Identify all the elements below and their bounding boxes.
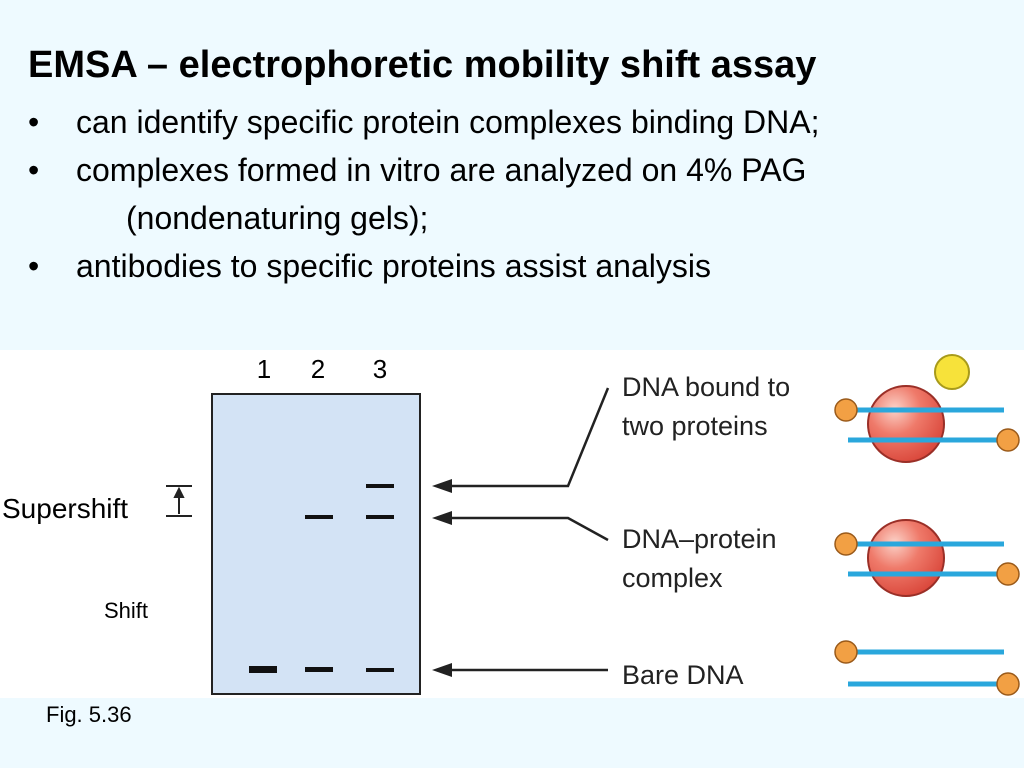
bullet-list: • can identify specific protein complexe… [28,98,819,290]
arrow-complex [432,511,609,542]
supershift-bracket [166,485,192,517]
dna-two-proteins-icon [834,354,1020,463]
bullet-item: • complexes formed in vitro are analyzed… [28,146,819,242]
lane-1-label: 1 [257,354,271,384]
bullet-continuation: (nondenaturing gels); [126,200,429,236]
emsa-figure: 1 2 3 Supershift Shift [0,350,1024,698]
supershift-label: Supershift [2,493,128,524]
band-lane3-shift [366,515,394,519]
arrow-bare-dna [432,663,608,677]
band-lane1-bare [249,666,277,673]
emsa-diagram: 1 2 3 Supershift Shift [2,354,1020,696]
lane-2-label: 2 [311,354,325,384]
band-lane2-shift [305,515,333,519]
label-complex-line2: complex [622,563,723,593]
bullet-text: complexes formed in vitro are analyzed o… [76,152,807,188]
lane-3-label: 3 [373,354,387,384]
bullet-item: • can identify specific protein complexe… [28,98,819,146]
band-lane3-bare [366,668,394,672]
figure-caption: Fig. 5.36 [46,702,132,727]
label-bare-dna: Bare DNA [622,660,744,690]
bullet-marker: • [28,104,40,140]
dna-protein-complex-icon [834,519,1020,597]
bullet-marker: • [28,248,40,284]
label-complex-line1: DNA–protein [622,524,777,554]
label-dna-bound-line1: DNA bound to [622,372,790,402]
bare-dna-icon [834,640,1020,696]
slide-title: EMSA – electrophoretic mobility shift as… [28,44,817,86]
bullet-text: can identify specific protein complexes … [76,104,820,140]
band-lane3-supershift [366,484,394,488]
bullet-item: • antibodies to specific proteins assist… [28,242,819,290]
bullet-marker: • [28,152,40,188]
gel [211,393,421,695]
bullet-text: antibodies to specific proteins assist a… [76,248,711,284]
label-dna-bound-line2: two proteins [622,411,768,441]
band-lane2-bare [305,667,333,672]
arrow-two-proteins [432,387,610,493]
shift-label: Shift [104,598,148,623]
